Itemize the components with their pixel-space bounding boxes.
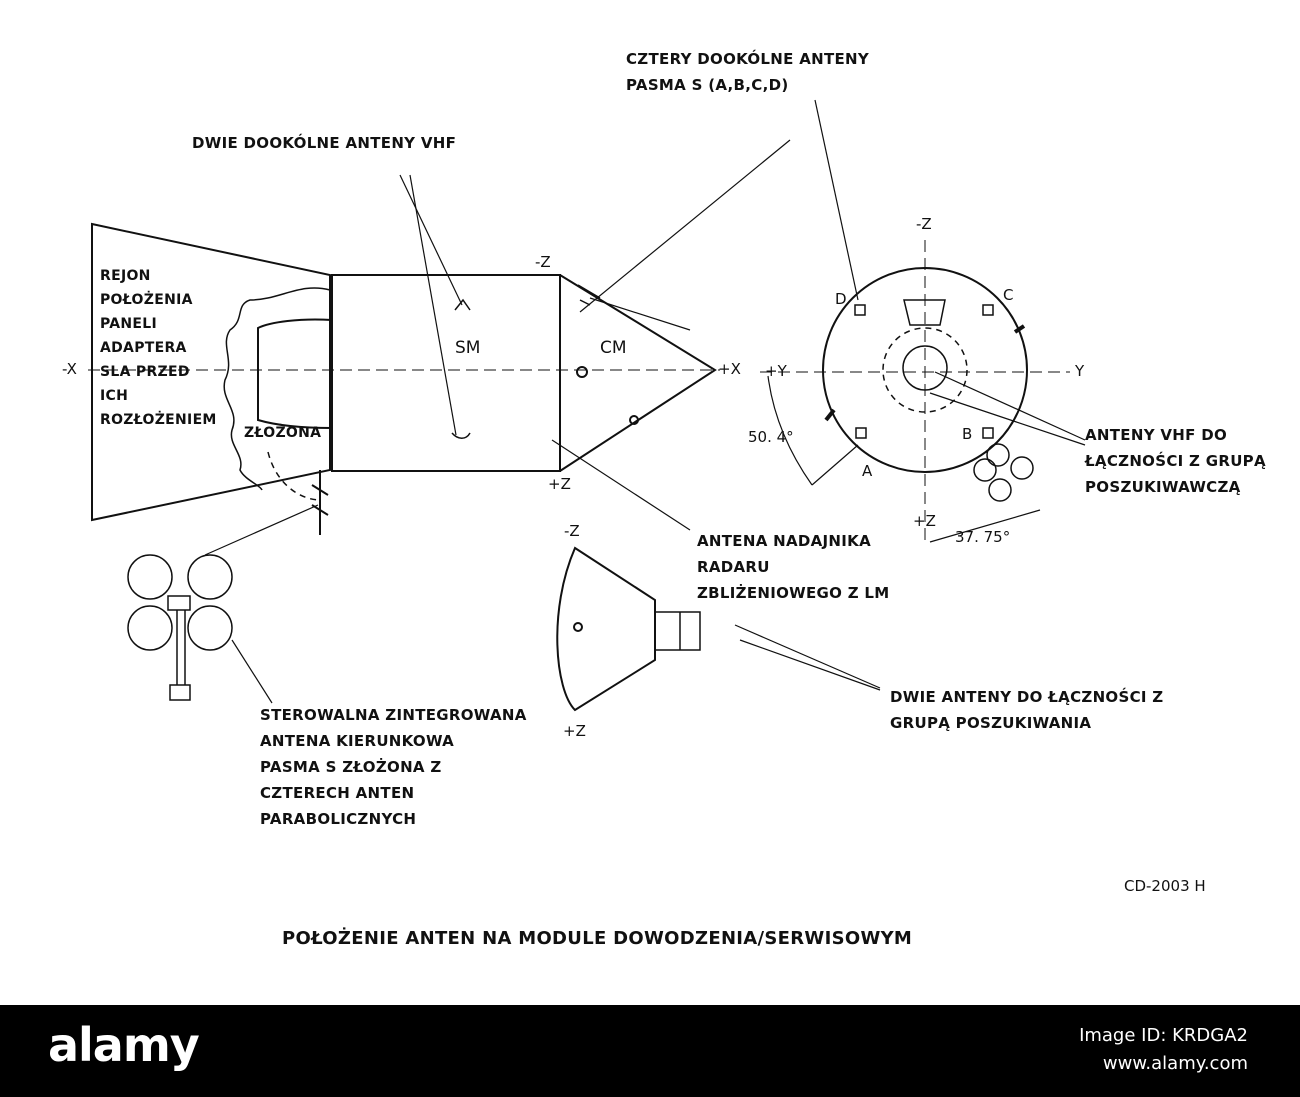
antenna-letter-a: A (862, 462, 873, 480)
label-vhf-recovery: ANTENY VHF DO ŁĄCZNOŚCI Z GRUPĄ POSZUKIW… (1085, 426, 1266, 496)
label-steerable-antenna: STEROWALNA ZINTEGROWANA ANTENA KIERUNKOW… (260, 706, 527, 828)
axis-minus-z-side: -Z (535, 253, 551, 271)
axis-minus-x: -X (62, 360, 77, 378)
drawing-code: CD-2003 H (1124, 877, 1206, 895)
command-module-side (556, 546, 656, 712)
label-two-recovery-antennas: DWIE ANTENY DO ŁĄCZNOŚCI Z GRUPĄ POSZUKI… (890, 688, 1164, 732)
axis-plus-y: +Y (765, 362, 787, 380)
label-vhf-antennas: DWIE DOOKÓLNE ANTENY VHF (192, 134, 457, 152)
antenna-diagram (88, 99, 1086, 712)
axis-minus-z-top: -Z (916, 215, 932, 233)
engine-bell (257, 318, 333, 429)
label-cm: CM (600, 338, 627, 358)
label-radar-antenna: ANTENA NADAJNIKA RADARU ZBLIŻENIOWEGO Z … (697, 532, 890, 602)
folded-antenna (311, 470, 329, 535)
angle-50: 50. 4° (748, 428, 794, 446)
antenna-letter-d: D (835, 290, 847, 308)
stock-image-info: Image ID: KRDGA2 www.alamy.com (1079, 1022, 1248, 1078)
antenna-letter-b: B (962, 425, 973, 443)
axis-plus-z-cm: +Z (563, 722, 586, 740)
axis-y-right: Y (1075, 362, 1085, 380)
sla-adapter-outline (91, 222, 331, 522)
label-sm: SM (455, 338, 481, 358)
image-id: Image ID: KRDGA2 (1079, 1025, 1248, 1046)
axis-minus-z-cm: -Z (564, 522, 580, 540)
label-four-sband-antennas: CZTERY DOOKÓLNE ANTENY PASMA S (A,B,C,D) (626, 50, 870, 94)
service-module (331, 274, 561, 472)
command-module (559, 274, 717, 472)
diagram-caption: POŁOŻENIE ANTEN NA MODULE DOWODZENIA/SER… (282, 928, 913, 949)
angle-37: 37. 75° (955, 528, 1011, 546)
stock-site: www.alamy.com (1102, 1053, 1248, 1074)
alamy-logo: alamy (48, 1018, 200, 1072)
antenna-letter-c: C (1003, 286, 1014, 304)
label-sla-region: REJON POŁOŻENIA PANELI ADAPTERA SLA PRZE… (100, 268, 217, 428)
axis-plus-x: +X (718, 360, 741, 378)
watermark-bar (0, 1005, 1300, 1097)
label-folded: ZŁOŻONA (244, 425, 322, 441)
axis-plus-z-bottom: +Z (913, 512, 936, 530)
steerable-dish (127, 554, 233, 701)
axis-plus-z-side: +Z (548, 475, 571, 493)
sla-torn-region (223, 287, 331, 491)
